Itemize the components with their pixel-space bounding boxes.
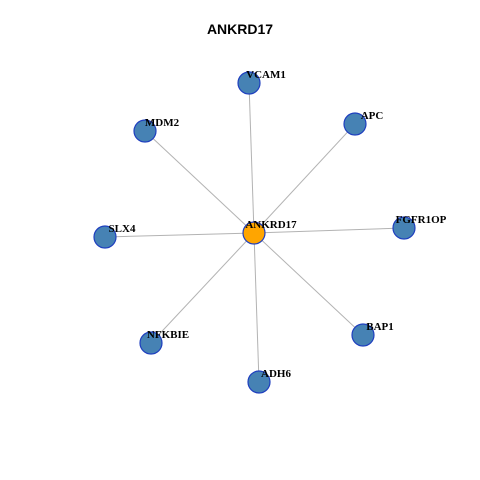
node-label-bap1: BAP1 — [366, 321, 394, 333]
edge-ankrd17-vcam1 — [248, 82, 255, 234]
node-adh6 — [247, 370, 271, 394]
node-bap1 — [351, 323, 375, 347]
node-slx4 — [93, 225, 117, 249]
edge-ankrd17-adh6 — [253, 232, 260, 383]
edge-ankrd17-fgfr1op — [253, 227, 405, 234]
node-fgfr1op — [392, 216, 416, 240]
node-label-nfkbie: NFKBIE — [147, 329, 189, 341]
node-label-adh6: ADH6 — [261, 368, 291, 380]
node-vcam1 — [237, 71, 261, 95]
node-label-apc: APC — [361, 110, 384, 122]
figure-title: ANKRD17 — [206, 21, 274, 37]
edge-ankrd17-apc — [253, 123, 356, 234]
edge-ankrd17-mdm2 — [144, 130, 255, 234]
edge-ankrd17-nfkbie — [150, 232, 255, 344]
node-label-slx4: SLX4 — [109, 223, 136, 235]
node-nfkbie — [139, 331, 163, 355]
node-apc — [343, 112, 367, 136]
edge-ankrd17-slx4 — [104, 232, 255, 238]
node-label-fgfr1op: FGFR1OP — [396, 214, 447, 226]
node-label-mdm2: MDM2 — [145, 117, 180, 129]
node-ankrd17 — [242, 221, 266, 245]
node-label-ankrd17: ANKRD17 — [245, 219, 297, 231]
node-label-vcam1: VCAM1 — [246, 69, 286, 81]
node-mdm2 — [133, 119, 157, 143]
edge-ankrd17-bap1 — [253, 232, 364, 336]
